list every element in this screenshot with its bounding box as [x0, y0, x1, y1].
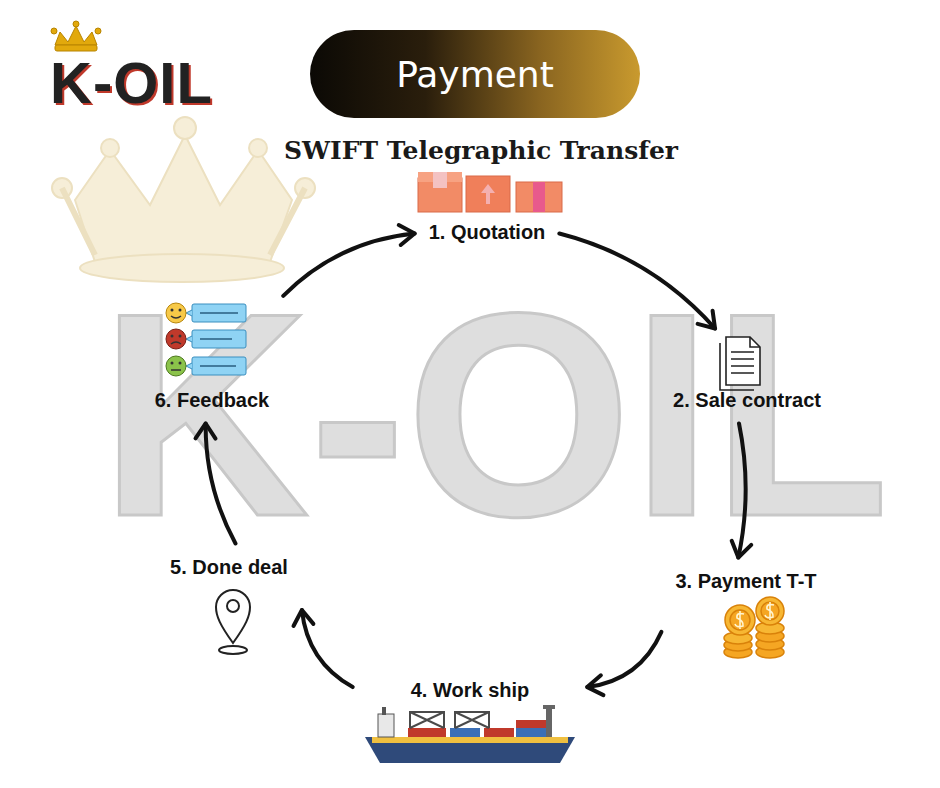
cycle-arrow	[587, 632, 661, 695]
arrow-head	[399, 225, 415, 245]
arrow-line	[283, 234, 414, 296]
arrow-head	[196, 424, 216, 439]
cycle-arrow	[283, 225, 414, 296]
arrow-head	[587, 675, 603, 695]
logo-text: K-OIL	[50, 54, 213, 112]
step-node: 4. Work ship	[361, 675, 580, 780]
step-node: 1. Quotation	[423, 155, 552, 248]
boxes-icon	[418, 172, 562, 212]
step-node: 5. Done deal	[164, 552, 294, 669]
coins-icon	[724, 597, 784, 658]
arrow-head	[732, 541, 752, 558]
ship-icon	[365, 705, 575, 763]
arrow-line	[559, 234, 715, 329]
subtitle-text: SWIFT Telegraphic Transfer	[284, 136, 678, 165]
document-icon	[720, 337, 760, 390]
title-text: Payment	[396, 54, 554, 95]
step-label: 2. Sale contract	[673, 389, 821, 412]
step-label: 5. Done deal	[170, 556, 288, 579]
step-label: 6. Feedback	[155, 389, 270, 412]
pin-icon	[216, 590, 250, 654]
step-label: 4. Work ship	[411, 679, 530, 702]
step-label: 1. Quotation	[429, 221, 546, 244]
cycle-arrow	[294, 610, 353, 687]
feedback-icon	[166, 303, 246, 376]
cycle-arrow	[196, 424, 236, 544]
step-node: 2. Sale contract	[667, 337, 827, 416]
arrow-head	[698, 311, 715, 329]
title-pill: Payment	[310, 30, 640, 118]
arrow-line	[738, 424, 745, 558]
arrow-line	[206, 424, 236, 544]
arrow-head	[294, 610, 314, 626]
cycle-arrow	[732, 424, 752, 558]
cycle-arrow	[559, 234, 715, 329]
step-label: 3. Payment T-T	[675, 570, 816, 593]
step-node: 6. Feedback	[149, 283, 276, 416]
step-node: 3. Payment T-T	[669, 566, 822, 673]
